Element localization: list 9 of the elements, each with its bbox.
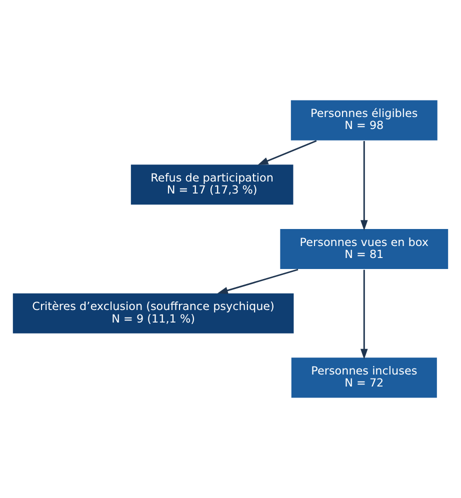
node-box: Critères d’exclusion (souffrance psychique) N = 9 (11,1 %) <box>12 292 295 334</box>
arrow <box>217 268 298 294</box>
node-box: Personnes vues en box N = 81 <box>279 228 450 270</box>
arrow <box>360 141 368 231</box>
node-box: Refus de participation N = 17 (17,3 %) <box>130 164 294 206</box>
arrow <box>258 140 317 165</box>
node-box: Personnes incluses N = 72 <box>290 356 438 399</box>
arrow <box>360 270 368 360</box>
node-box: Personnes éligibles N = 98 <box>290 99 438 142</box>
